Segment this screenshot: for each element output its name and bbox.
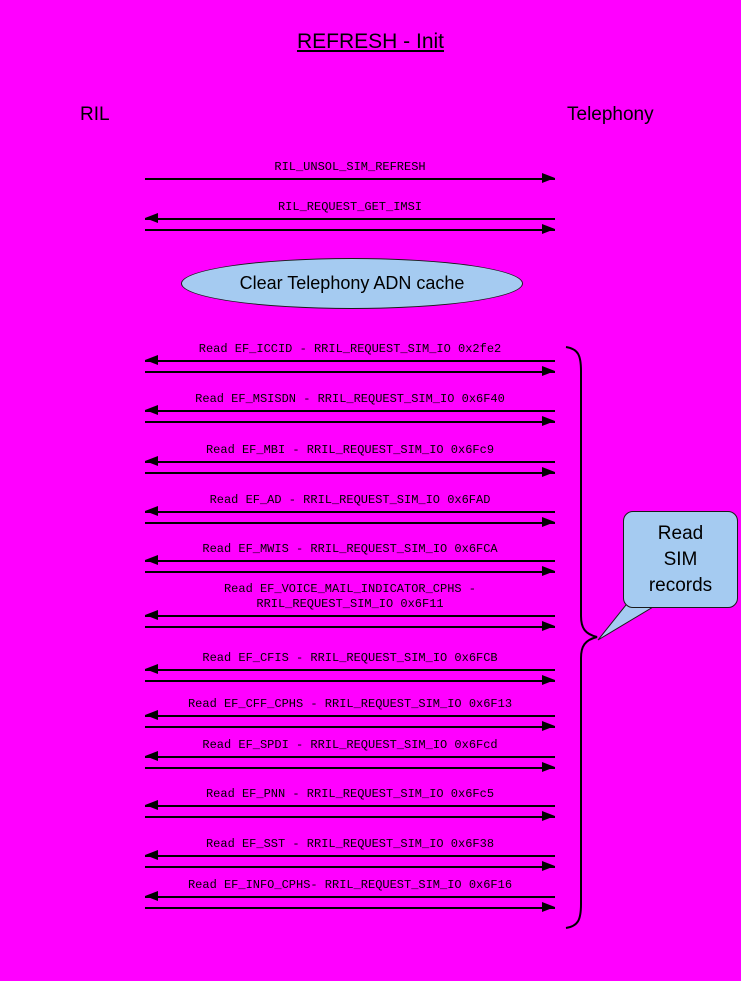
arrowhead-right-icon [542, 675, 555, 685]
message-label: Read EF_INFO_CPHS- RRIL_REQUEST_SIM_IO 0… [187, 878, 513, 892]
message-read-ef-iccid: Read EF_ICCID - RRIL_REQUEST_SIM_IO 0x2f… [145, 342, 555, 376]
message-read-ef-sst: Read EF_SST - RRIL_REQUEST_SIM_IO 0x6F38 [145, 837, 555, 871]
arrow-right [145, 861, 555, 871]
arrow-right [145, 224, 555, 234]
actor-telephony: Telephony [567, 104, 654, 125]
arrowhead-right-icon [542, 366, 555, 376]
arrowhead-right-icon [542, 811, 555, 821]
message-label: Read EF_MSISDN - RRIL_REQUEST_SIM_IO 0x6… [195, 392, 505, 406]
message-label: Read EF_AD - RRIL_REQUEST_SIM_IO 0x6FAD [209, 493, 491, 507]
arrowhead-left-icon [145, 610, 158, 620]
message-label: RIL_REQUEST_GET_IMSI [277, 200, 423, 214]
message-read-ef-spdi: Read EF_SPDI - RRIL_REQUEST_SIM_IO 0x6Fc… [145, 738, 555, 772]
arrowhead-left-icon [145, 891, 158, 901]
arrowhead-right-icon [542, 861, 555, 871]
message-label: RIL_UNSOL_SIM_REFRESH [274, 160, 426, 174]
message-read-ef-cff-cphs: Read EF_CFF_CPHS - RRIL_REQUEST_SIM_IO 0… [145, 697, 555, 731]
arrow-right [145, 811, 555, 821]
arrow-right [145, 517, 555, 527]
arrow-right [145, 173, 555, 183]
arrowhead-left-icon [145, 555, 158, 565]
message-ril-request-get-imsi: RIL_REQUEST_GET_IMSI [145, 200, 555, 234]
arrowhead-left-icon [145, 710, 158, 720]
arrow-left [145, 456, 555, 466]
arrow-right [145, 762, 555, 772]
message-label: Read EF_MWIS - RRIL_REQUEST_SIM_IO 0x6FC… [202, 542, 498, 556]
arrow-left [145, 664, 555, 674]
message-label: Read EF_SST - RRIL_REQUEST_SIM_IO 0x6F38 [205, 837, 495, 851]
arrowhead-left-icon [145, 355, 158, 365]
page-title: REFRESH - Init [296, 30, 445, 53]
arrow-left [145, 850, 555, 860]
note-clear-adn-cache: Clear Telephony ADN cache [181, 258, 523, 309]
arrow-right [145, 721, 555, 731]
message-read-ef-mbi: Read EF_MBI - RRIL_REQUEST_SIM_IO 0x6Fc9 [145, 443, 555, 477]
message-read-ef-mwis: Read EF_MWIS - RRIL_REQUEST_SIM_IO 0x6FC… [145, 542, 555, 576]
arrow-left [145, 610, 555, 620]
arrowhead-left-icon [145, 506, 158, 516]
message-label: Read EF_MBI - RRIL_REQUEST_SIM_IO 0x6Fc9 [205, 443, 495, 457]
callout-text: Read SIM records [648, 522, 713, 596]
arrow-left [145, 355, 555, 365]
arrowhead-left-icon [145, 456, 158, 466]
arrow-right [145, 675, 555, 685]
note-text: Clear Telephony ADN cache [239, 273, 465, 293]
arrow-right [145, 566, 555, 576]
arrow-left [145, 891, 555, 901]
message-ril-unsol-sim-refresh: RIL_UNSOL_SIM_REFRESH [145, 160, 555, 183]
arrowhead-left-icon [145, 213, 158, 223]
arrowhead-left-icon [145, 664, 158, 674]
arrow-right [145, 902, 555, 912]
arrow-left [145, 405, 555, 415]
arrow-left [145, 751, 555, 761]
arrow-left [145, 506, 555, 516]
message-read-ef-cfis: Read EF_CFIS - RRIL_REQUEST_SIM_IO 0x6FC… [145, 651, 555, 685]
message-label: Read EF_ICCID - RRIL_REQUEST_SIM_IO 0x2f… [198, 342, 502, 356]
callout-read-sim-records: Read SIM records [623, 511, 738, 608]
arrow-right [145, 366, 555, 376]
arrowhead-right-icon [542, 762, 555, 772]
message-read-ef-msisdn: Read EF_MSISDN - RRIL_REQUEST_SIM_IO 0x6… [145, 392, 555, 426]
arrowhead-right-icon [542, 416, 555, 426]
arrow-left [145, 710, 555, 720]
arrow-left [145, 800, 555, 810]
message-label: Read EF_PNN - RRIL_REQUEST_SIM_IO 0x6Fc5 [205, 787, 495, 801]
arrowhead-right-icon [542, 721, 555, 731]
message-read-ef-voice-mail-indicator-cphs: Read EF_VOICE_MAIL_INDICATOR_CPHS - RRIL… [145, 582, 555, 631]
arrowhead-right-icon [542, 173, 555, 183]
arrowhead-left-icon [145, 405, 158, 415]
arrow-right [145, 621, 555, 631]
message-label: Read EF_VOICE_MAIL_INDICATOR_CPHS - RRIL… [223, 582, 477, 611]
arrowhead-right-icon [542, 621, 555, 631]
message-label: Read EF_CFIS - RRIL_REQUEST_SIM_IO 0x6FC… [202, 651, 498, 665]
arrow-right [145, 416, 555, 426]
arrowhead-right-icon [542, 224, 555, 234]
group-brace-icon [565, 346, 598, 929]
message-label: Read EF_SPDI - RRIL_REQUEST_SIM_IO 0x6Fc… [202, 738, 498, 752]
arrowhead-right-icon [542, 902, 555, 912]
message-read-ef-ad: Read EF_AD - RRIL_REQUEST_SIM_IO 0x6FAD [145, 493, 555, 527]
message-read-ef-info-cphs: Read EF_INFO_CPHS- RRIL_REQUEST_SIM_IO 0… [145, 878, 555, 912]
message-read-ef-pnn: Read EF_PNN - RRIL_REQUEST_SIM_IO 0x6Fc5 [145, 787, 555, 821]
arrow-left [145, 555, 555, 565]
arrow-right [145, 467, 555, 477]
arrowhead-left-icon [145, 751, 158, 761]
arrowhead-left-icon [145, 850, 158, 860]
arrow-left [145, 213, 555, 223]
arrowhead-right-icon [542, 467, 555, 477]
arrowhead-right-icon [542, 566, 555, 576]
arrowhead-left-icon [145, 800, 158, 810]
arrowhead-right-icon [542, 517, 555, 527]
actor-ril: RIL [80, 104, 110, 125]
message-label: Read EF_CFF_CPHS - RRIL_REQUEST_SIM_IO 0… [187, 697, 513, 711]
